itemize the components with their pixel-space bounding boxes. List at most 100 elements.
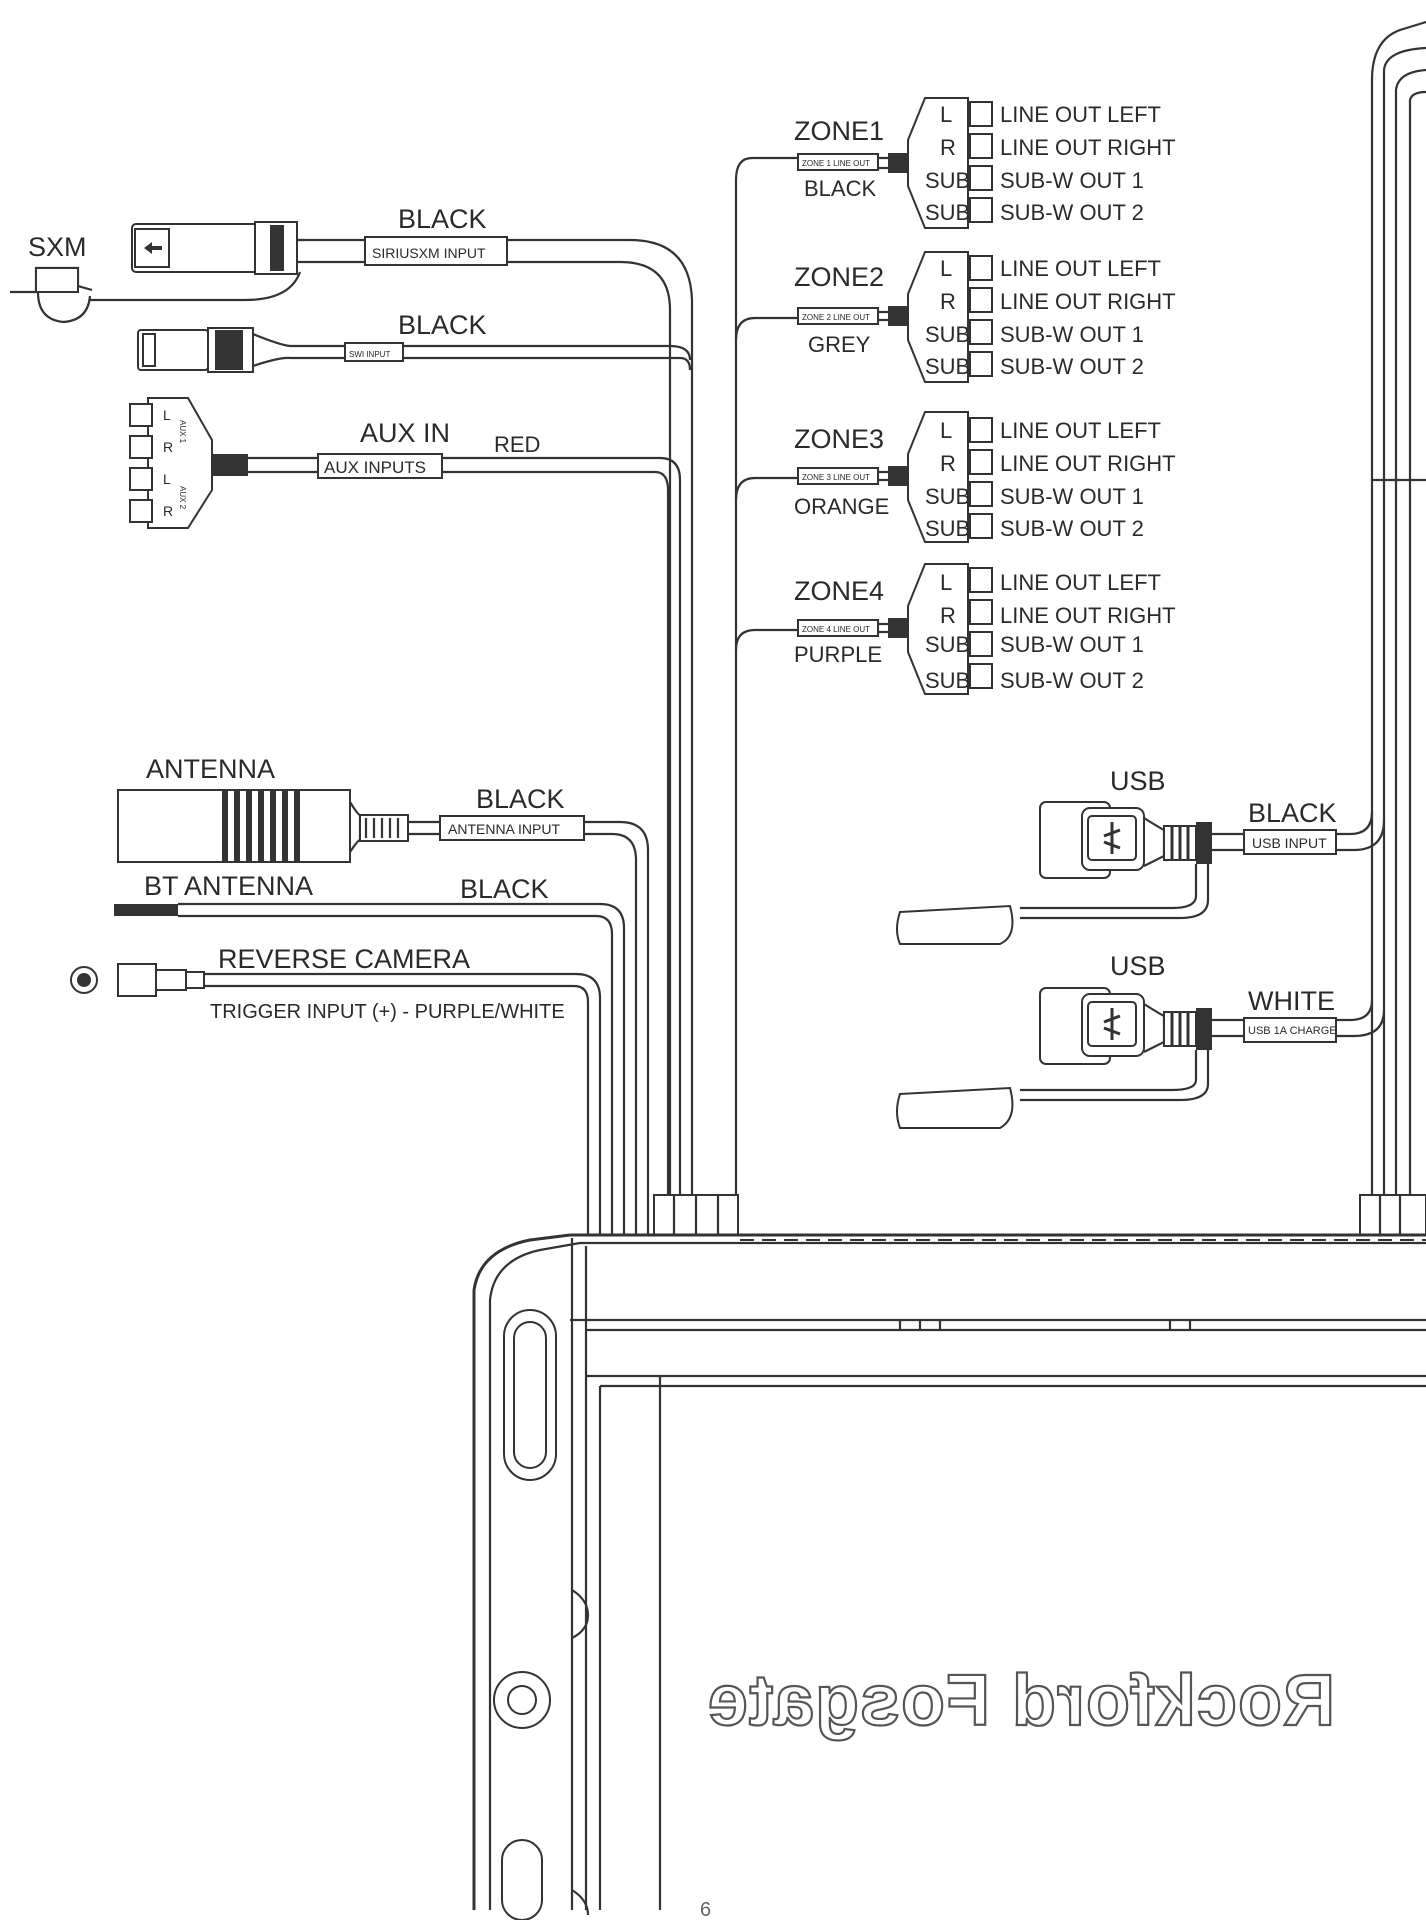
svg-text:LINE OUT LEFT: LINE OUT LEFT	[1000, 418, 1161, 443]
zone-2-tag: ZONE 2 LINE OUT	[802, 313, 870, 322]
aux2-label: AUX 2	[178, 486, 187, 510]
svg-text:SUB: SUB	[925, 322, 970, 347]
zone-1: ZONE1 ZONE 1 LINE OUT BLACK L R SUB SUB …	[794, 97, 1176, 229]
sxm-wire-color: BLACK	[398, 204, 487, 234]
usb-2-title: USB	[1110, 951, 1166, 981]
svg-text:R: R	[940, 451, 956, 476]
usb-2-wire	[1336, 999, 1374, 1022]
sxm-tag: SIRIUSXM INPUT	[372, 245, 486, 261]
aux-connector	[129, 397, 320, 529]
sxm-wire	[507, 238, 694, 1195]
camera-trigger: TRIGGER INPUT (+) - PURPLE/WHITE	[210, 1001, 565, 1023]
right-cable-bundle	[1359, 20, 1426, 1236]
bt-wire-color: BLACK	[460, 874, 549, 904]
usb-1-connector	[896, 801, 1244, 945]
aux-l1: L	[163, 407, 171, 423]
zone-2: ZONE2 ZONE 2 LINE OUT GREY L R SUB SUB L…	[794, 251, 1176, 383]
aux-tag-box	[317, 453, 443, 479]
svg-text:SUB-W OUT 2: SUB-W OUT 2	[1000, 200, 1144, 225]
svg-text:SUB: SUB	[925, 168, 970, 193]
swi-tag-box	[344, 342, 404, 362]
svg-text:SUB-W OUT 1: SUB-W OUT 1	[1000, 168, 1144, 193]
svg-text:SUB-W OUT 1: SUB-W OUT 1	[1000, 632, 1144, 657]
svg-text:LINE OUT RIGHT: LINE OUT RIGHT	[1000, 289, 1176, 314]
zone-3-name: ZONE3	[794, 424, 884, 454]
svg-text:L: L	[940, 102, 952, 127]
zone-4-color: PURPLE	[794, 642, 882, 667]
svg-text:LINE OUT LEFT: LINE OUT LEFT	[1000, 570, 1161, 595]
swi-wire	[403, 344, 692, 361]
svg-text:SUB-W OUT 1: SUB-W OUT 1	[1000, 484, 1144, 509]
bt-title: BT ANTENNA	[144, 871, 313, 901]
antenna-title: ANTENNA	[146, 754, 275, 784]
aux-tag: AUX INPUTS	[324, 458, 426, 477]
sxm-title: SXM	[28, 232, 87, 262]
svg-text:SUB-W OUT 2: SUB-W OUT 2	[1000, 668, 1144, 693]
usb-1-wire-color: BLACK	[1248, 798, 1337, 828]
svg-text:LINE OUT LEFT: LINE OUT LEFT	[1000, 102, 1161, 127]
camera-title: REVERSE CAMERA	[218, 944, 470, 974]
sxm-tag-box	[364, 236, 508, 266]
swi-tag: SWI INPUT	[349, 350, 390, 359]
page-number: 6	[700, 1899, 711, 1920]
svg-text:L: L	[940, 418, 952, 443]
svg-text:SUB: SUB	[925, 354, 970, 379]
usb-1-tag-box	[1243, 829, 1337, 855]
usb-1-tag: USB INPUT	[1252, 835, 1327, 851]
brand-logo: Rockford Fosgate	[707, 1661, 1335, 1741]
head-unit-chassis	[472, 1233, 1426, 1920]
zone-2-color: GREY	[808, 332, 871, 357]
camera-connector	[70, 963, 205, 997]
svg-text:SUB-W OUT 1: SUB-W OUT 1	[1000, 322, 1144, 347]
usb-2-tag-box	[1243, 1017, 1337, 1043]
usb-2-wire-color: WHITE	[1248, 986, 1335, 1016]
svg-text:R: R	[940, 603, 956, 628]
sxm-antenna	[10, 266, 302, 324]
zone-1-color: BLACK	[804, 176, 876, 201]
swi-connector	[137, 327, 345, 373]
svg-text:SUB-W OUT 2: SUB-W OUT 2	[1000, 354, 1144, 379]
zone-4-tag: ZONE 4 LINE OUT	[802, 625, 870, 634]
antenna-connector	[117, 789, 440, 863]
bt-wire	[178, 902, 626, 1235]
zone-1-name: ZONE1	[794, 116, 884, 146]
zone-2-name: ZONE2	[794, 262, 884, 292]
zone-4: ZONE4 ZONE 4 LINE OUT PURPLE L R SUB SUB…	[794, 563, 1176, 695]
sxm-connector	[131, 221, 365, 275]
antenna-wire-color: BLACK	[476, 784, 565, 814]
aux-title: AUX IN	[360, 418, 450, 448]
antenna-wire	[584, 820, 650, 1235]
svg-text:LINE OUT RIGHT: LINE OUT RIGHT	[1000, 603, 1176, 628]
svg-text:R: R	[940, 289, 956, 314]
zone-1-tag: ZONE 1 LINE OUT	[802, 159, 870, 168]
svg-text:R: R	[940, 135, 956, 160]
aux-r1: R	[163, 439, 173, 455]
bt-antenna-element	[114, 904, 178, 916]
usb-2-tag: USB 1A CHARGE	[1248, 1025, 1337, 1037]
aux-l2: L	[163, 471, 171, 487]
svg-text:LINE OUT RIGHT: LINE OUT RIGHT	[1000, 451, 1176, 476]
zone-3: ZONE3 ZONE 3 LINE OUT ORANGE L R SUB SUB…	[794, 411, 1176, 543]
aux-r2: R	[163, 503, 173, 519]
svg-text:L: L	[940, 256, 952, 281]
svg-text:SUB-W OUT 2: SUB-W OUT 2	[1000, 516, 1144, 541]
svg-text:L: L	[940, 570, 952, 595]
zone-3-color: ORANGE	[794, 494, 889, 519]
antenna-tag: ANTENNA INPUT	[448, 821, 560, 837]
zone-4-name: ZONE4	[794, 576, 884, 606]
usb-1-wire	[1336, 811, 1374, 836]
aux-wire	[442, 456, 682, 1195]
aux1-label: AUX 1	[178, 420, 187, 444]
svg-text:LINE OUT LEFT: LINE OUT LEFT	[1000, 256, 1161, 281]
swi-wire-color: BLACK	[398, 310, 487, 340]
zone-harness	[734, 156, 798, 1195]
svg-text:SUB: SUB	[925, 516, 970, 541]
camera-wire	[204, 972, 602, 1235]
usb-1-title: USB	[1110, 766, 1166, 796]
svg-text:SUB: SUB	[925, 632, 970, 657]
svg-text:SUB: SUB	[925, 484, 970, 509]
antenna-tag-box	[439, 815, 585, 841]
zone-3-tag: ZONE 3 LINE OUT	[802, 473, 870, 482]
aux-wire-color: RED	[494, 432, 540, 457]
